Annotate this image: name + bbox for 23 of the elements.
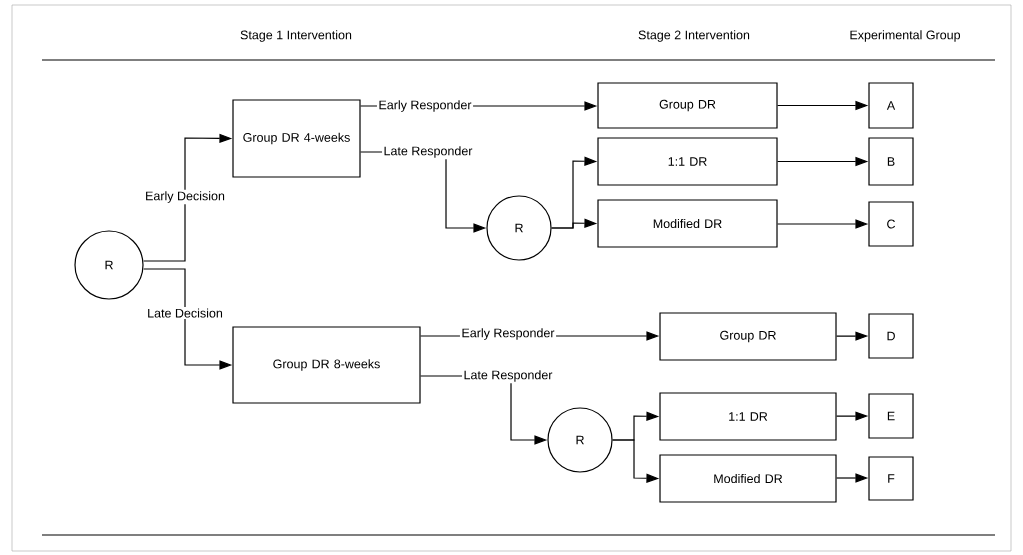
process-box: Group DR bbox=[597, 82, 778, 129]
edge-label: Early Decision bbox=[143, 189, 227, 205]
process-box: 1:1 DR bbox=[659, 392, 837, 441]
process-box: Group DR bbox=[659, 312, 837, 361]
edge-label: Late Responder bbox=[462, 368, 554, 384]
process-box: 1:1 DR bbox=[597, 137, 778, 186]
group-box: E bbox=[868, 393, 914, 439]
group-box: B bbox=[868, 137, 914, 186]
edge-label: Late Responder bbox=[382, 144, 474, 160]
process-box: Group DR 8-weeks bbox=[232, 326, 421, 404]
column-heading: Stage 2 Intervention bbox=[638, 30, 750, 42]
process-box: Modified DR bbox=[659, 454, 837, 503]
group-box: A bbox=[868, 82, 914, 129]
edge-label: Early Responder bbox=[376, 98, 474, 114]
group-box: F bbox=[868, 456, 914, 501]
column-heading: Experimental Group bbox=[850, 30, 961, 42]
group-box: C bbox=[868, 201, 914, 247]
edge-label: Early Responder bbox=[459, 326, 557, 342]
process-box: Modified DR bbox=[597, 199, 778, 248]
edge-label: Late Decision bbox=[145, 306, 225, 320]
process-box: Group DR 4-weeks bbox=[232, 99, 361, 178]
column-heading: Stage 1 Intervention bbox=[240, 30, 352, 42]
group-box: D bbox=[868, 313, 914, 359]
